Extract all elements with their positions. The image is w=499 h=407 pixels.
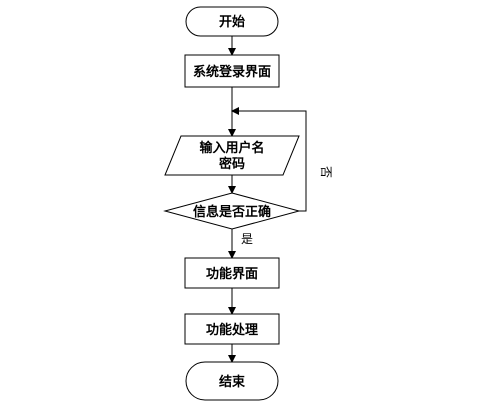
- yes-label: 是: [241, 232, 253, 246]
- check-label: 信息是否正确: [193, 204, 271, 220]
- login-node: 系统登录界面: [184, 54, 280, 88]
- check-node: 信息是否正确: [163, 192, 301, 230]
- login-label: 系统登录界面: [193, 64, 271, 80]
- start-node: 开始: [185, 6, 279, 37]
- edge-no-loop: [231, 107, 307, 212]
- function-process-node: 功能处理: [184, 313, 280, 345]
- input-label-line1: 输入用户名: [199, 140, 264, 156]
- function-process-label: 功能处理: [206, 322, 258, 338]
- input-node: 输入用户名 密码: [164, 135, 300, 176]
- input-label-line2: 密码: [218, 156, 245, 172]
- no-label: 否: [319, 166, 333, 178]
- function-ui-label: 功能界面: [206, 266, 258, 282]
- start-label: 开始: [219, 14, 245, 30]
- function-ui-node: 功能界面: [184, 257, 280, 289]
- end-node: 结束: [185, 361, 279, 401]
- end-label: 结束: [219, 374, 246, 390]
